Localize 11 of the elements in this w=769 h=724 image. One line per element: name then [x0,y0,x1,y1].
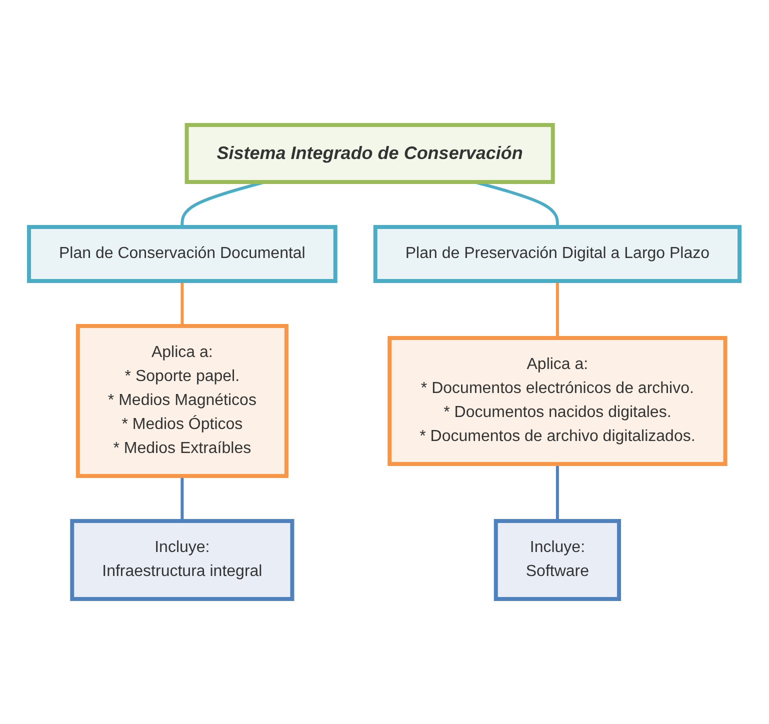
connector [180,281,184,326]
node-box: Incluye: Software [494,519,622,601]
connector [180,476,184,521]
node-box: Aplica a: * Soporte papel. * Medios Magnéticos * Medios Ópticos * Medios Extraíbles [76,324,289,478]
node-box: Plan de Preservación Digital a Largo Plazo [374,225,742,283]
node-box: Incluye: Infraestructura integral [70,519,294,601]
node-box: Aplica a: * Documentos electrónicos de archivo. * Documentos nacidos digitales. * Documentos de archivo digitalizados. [388,336,728,466]
connector [556,464,560,521]
node-box: Sistema Integrado de Conservación [185,123,556,184]
node-box: Plan de Conservación Documental [27,225,338,283]
connector [556,281,560,338]
